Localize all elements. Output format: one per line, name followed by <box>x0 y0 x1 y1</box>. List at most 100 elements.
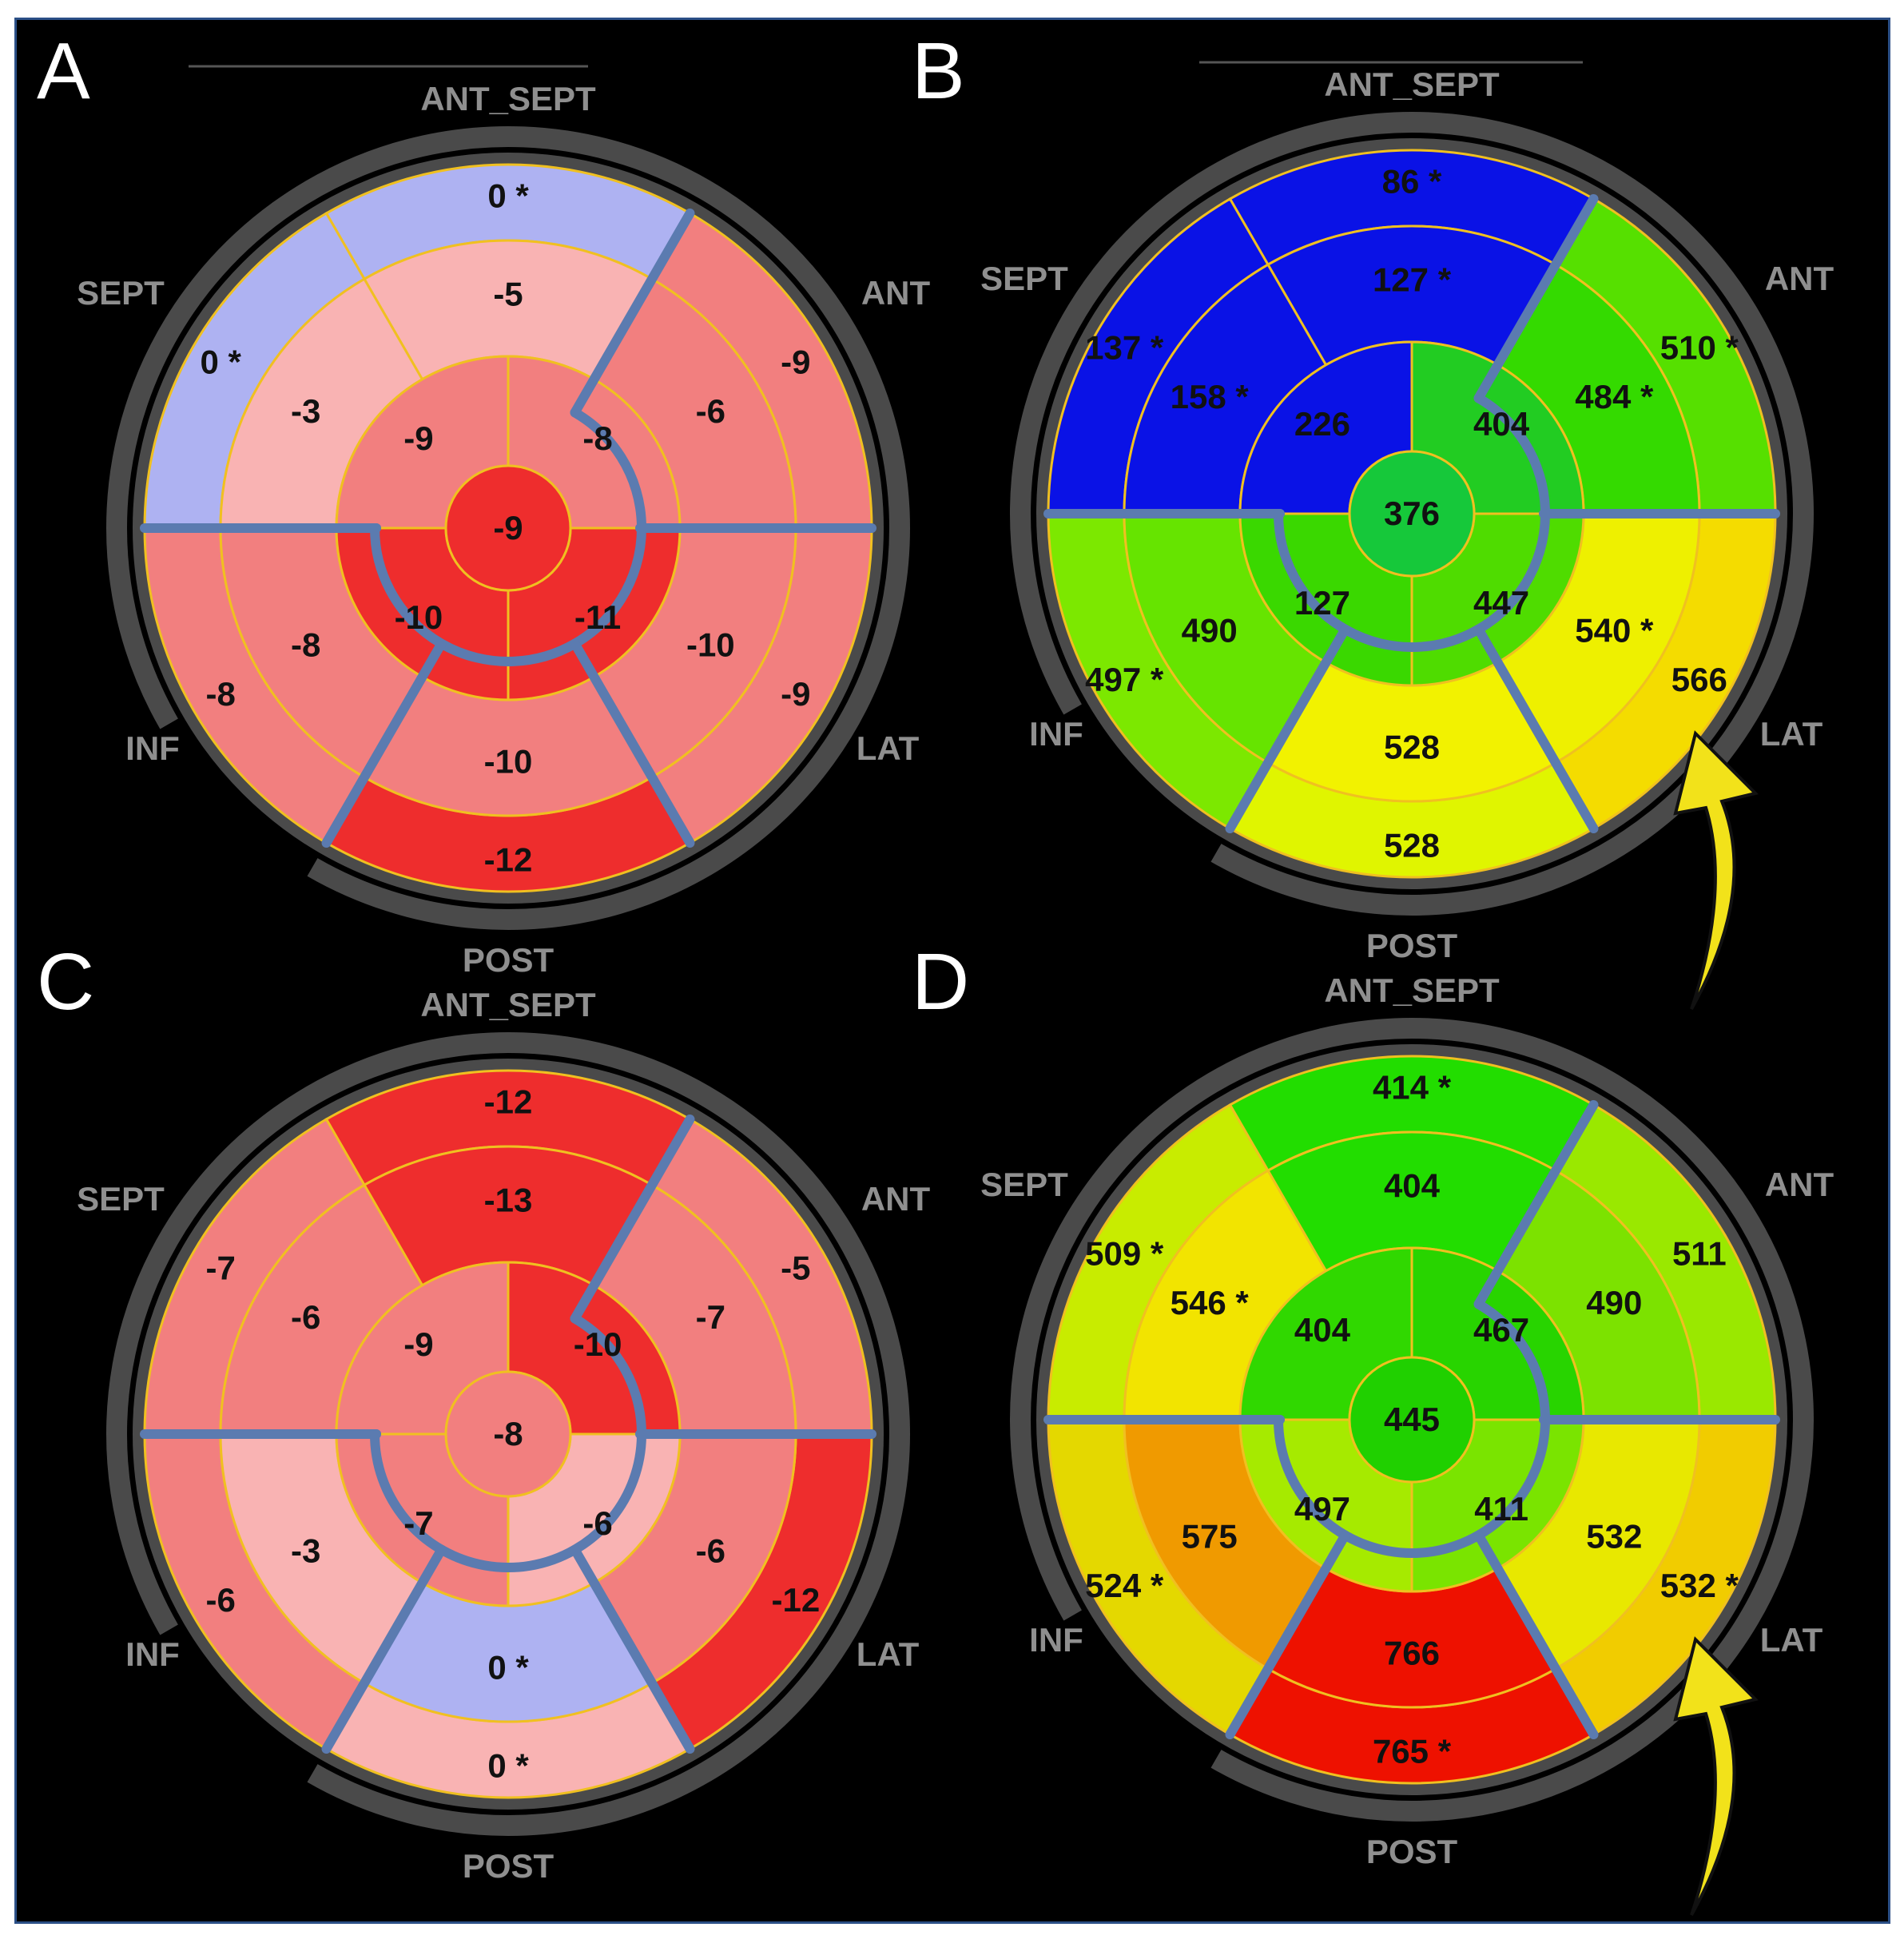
apical-value: -9 <box>403 1325 433 1363</box>
outer-ring <box>1010 1018 1814 1822</box>
basal-value: 497 * <box>1085 661 1164 698</box>
apex-segment <box>1348 450 1476 578</box>
basal-value: -5 <box>781 1249 810 1286</box>
mid-value: -3 <box>291 1532 320 1569</box>
panel-c: -12-5-120 *-6-7-13-7-60 *-3-6-10-6-7-9-8… <box>37 937 930 1885</box>
mid-value: 490 <box>1586 1284 1642 1321</box>
label-lat: LAT <box>1760 715 1823 753</box>
territory-line <box>1473 1099 1599 1309</box>
label-post: POST <box>1366 927 1458 964</box>
mid-value: 575 <box>1182 1517 1238 1555</box>
mid-value: 528 <box>1384 729 1440 766</box>
basal-value: 0 * <box>200 343 241 380</box>
basal-value: -6 <box>205 1581 235 1619</box>
basal-value: -12 <box>771 1581 820 1619</box>
label-ant: ANT <box>861 1180 931 1218</box>
label-ant-sept: ANT_SEPT <box>420 986 596 1023</box>
territory-line <box>321 638 447 848</box>
basal-value: 524 * <box>1085 1567 1164 1604</box>
label-post: POST <box>463 1847 555 1885</box>
label-lat: LAT <box>857 729 920 767</box>
apical-value: 226 <box>1294 405 1350 443</box>
basal-value: -8 <box>205 675 235 713</box>
apex-value: -8 <box>493 1415 523 1452</box>
basal-value: 510 * <box>1660 328 1739 366</box>
basal-value: 137 * <box>1085 328 1164 366</box>
label-inf: INF <box>1029 715 1083 753</box>
apical-value: 467 <box>1473 1311 1529 1349</box>
territory-line <box>1225 1530 1350 1740</box>
territory-line <box>570 208 695 418</box>
apical-value: -7 <box>403 1504 433 1542</box>
apex-segment <box>444 464 572 592</box>
label-sept: SEPT <box>980 1166 1068 1203</box>
panel-letter: A <box>37 26 90 116</box>
territory-line <box>1225 624 1350 834</box>
label-inf: INF <box>1029 1621 1083 1659</box>
territory-line <box>1473 193 1599 403</box>
outer-ring <box>106 1032 910 1836</box>
territory-line <box>321 1544 447 1754</box>
basal-value: 532 * <box>1660 1567 1739 1604</box>
apical-value: -8 <box>582 419 612 457</box>
bullseye-figure: 0 * -9 -9 -12 -8 0 * -5 -6 -10 -10 -8 -3 -8 -11 -10 -9 -… <box>37 26 1834 1916</box>
mid-value: -6 <box>696 392 725 430</box>
mid-value: -13 <box>484 1182 533 1219</box>
apex-value: -9 <box>493 509 523 546</box>
apical-value: -6 <box>582 1504 612 1542</box>
label-ant-sept: ANT_SEPT <box>1324 971 1500 1009</box>
mid-value: 532 <box>1586 1517 1642 1555</box>
label-post: POST <box>463 941 555 979</box>
basal-value: 566 <box>1671 661 1727 698</box>
apex-segment <box>1348 1356 1476 1484</box>
basal-value: 765 * <box>1373 1733 1452 1770</box>
mid-value: -10 <box>686 626 735 663</box>
mid-value: -3 <box>291 392 320 430</box>
mid-value: 540 * <box>1575 611 1654 649</box>
apical-value: 404 <box>1294 1311 1351 1349</box>
outer-ring <box>106 126 910 930</box>
label-ant: ANT <box>1765 1166 1834 1203</box>
mid-value: -6 <box>291 1298 320 1336</box>
mid-value: 766 <box>1384 1635 1440 1672</box>
apical-value: 447 <box>1473 584 1529 622</box>
territory-line <box>1473 624 1599 834</box>
label-sept: SEPT <box>77 274 165 312</box>
label-lat: LAT <box>857 1635 920 1673</box>
label-ant-sept: ANT_SEPT <box>420 80 596 117</box>
panel-letter: C <box>37 937 94 1027</box>
label-post: POST <box>1366 1833 1458 1870</box>
panel-letter: D <box>912 937 969 1027</box>
mid-value: 0 * <box>487 1649 529 1687</box>
label-ant: ANT <box>861 274 931 312</box>
apical-value: 497 <box>1294 1490 1350 1528</box>
basal-value: 86 * <box>1382 163 1442 201</box>
apical-value: -10 <box>395 598 443 636</box>
basal-value: -12 <box>484 1083 533 1121</box>
basal-value: -7 <box>205 1249 235 1286</box>
apical-value: 127 <box>1294 584 1350 622</box>
basal-value: -9 <box>781 343 810 380</box>
apex-segment <box>444 1370 572 1498</box>
label-inf: INF <box>125 1635 180 1673</box>
mid-value: 546 * <box>1171 1284 1250 1321</box>
basal-value: -12 <box>484 841 533 879</box>
basal-value: 0 * <box>487 1747 529 1785</box>
mid-value: 490 <box>1182 611 1238 649</box>
outer-ring <box>1010 112 1814 916</box>
mid-value: -6 <box>696 1532 725 1569</box>
label-ant: ANT <box>1765 260 1834 297</box>
label-sept: SEPT <box>980 260 1068 297</box>
territory-line <box>570 638 695 848</box>
territory-line <box>570 1114 695 1324</box>
apical-value: -11 <box>574 598 621 636</box>
panel-a: 0 *-9-9-12-80 *-5-6-10-10-8-3-8-11-10-9-… <box>37 26 930 979</box>
highlight-arrow-icon <box>1673 1636 1759 1916</box>
mid-value: 484 * <box>1575 378 1654 415</box>
basal-value: -9 <box>781 675 810 713</box>
basal-value: 509 * <box>1085 1234 1164 1272</box>
apical-value: -10 <box>574 1325 622 1363</box>
label-sept: SEPT <box>77 1180 165 1218</box>
